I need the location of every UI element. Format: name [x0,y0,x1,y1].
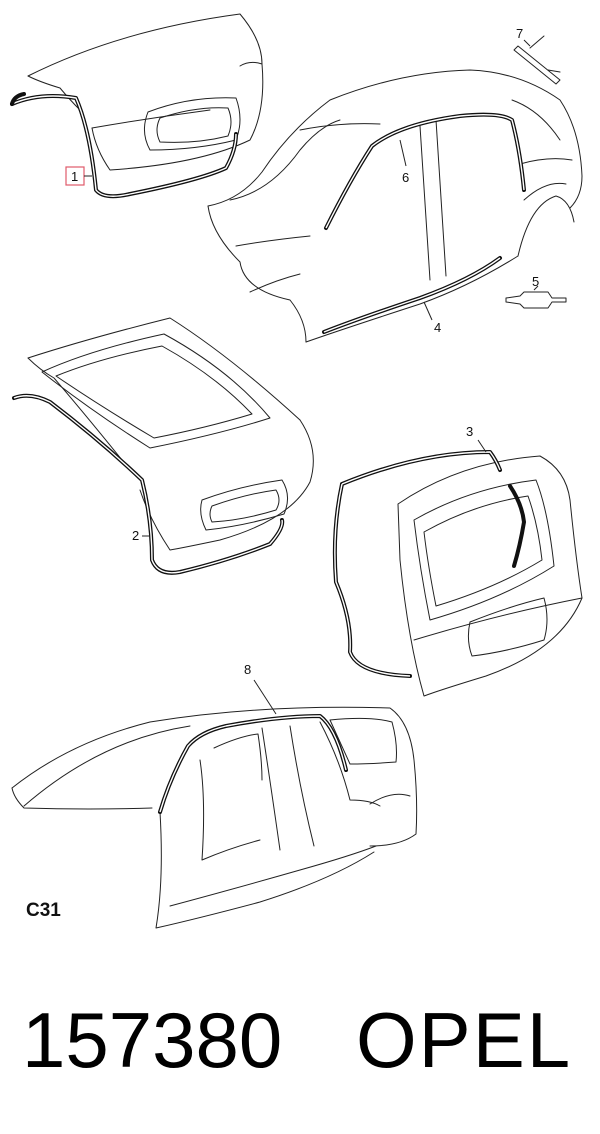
hatchback-tailgate [27,317,314,551]
trunk-lid-seal [10,92,238,199]
section-code: C31 [26,900,61,921]
push-clip-part: 5 [505,274,567,309]
callout-3-label: 3 [466,424,473,439]
sedan-body [207,69,583,343]
estate-tailgate [397,455,583,697]
parts-diagram: 1 6 4 7 [10,13,583,929]
callout-7-label: 7 [516,26,523,41]
door-frame-seal [324,112,526,230]
estate-body [11,706,418,929]
roof-door-seal [158,714,348,814]
callout-6-label: 6 [402,170,409,185]
brand-name: OPEL [356,996,573,1084]
callout-6: 6 [399,139,409,185]
callout-1-label: 1 [71,169,78,184]
footer: 157380 OPEL [0,990,600,1090]
callout-3: 3 [466,424,487,453]
door-sill-seal [322,256,502,334]
trunk-lid-sedan [27,13,264,171]
callout-8: 8 [244,662,277,715]
callout-2: 2 [132,528,150,543]
tailgate-opening-seal [332,450,502,678]
clip-strip-part: 7 [513,26,561,85]
callout-5-label: 5 [532,274,539,289]
tailgate-window-seal [508,484,526,568]
callout-2-label: 2 [132,528,139,543]
callout-1: 1 [65,166,92,186]
callout-4: 4 [423,301,441,335]
tailgate-seal [12,393,285,575]
part-number: 157380 [22,996,283,1084]
callout-8-label: 8 [244,662,251,677]
callout-4-label: 4 [434,320,441,335]
